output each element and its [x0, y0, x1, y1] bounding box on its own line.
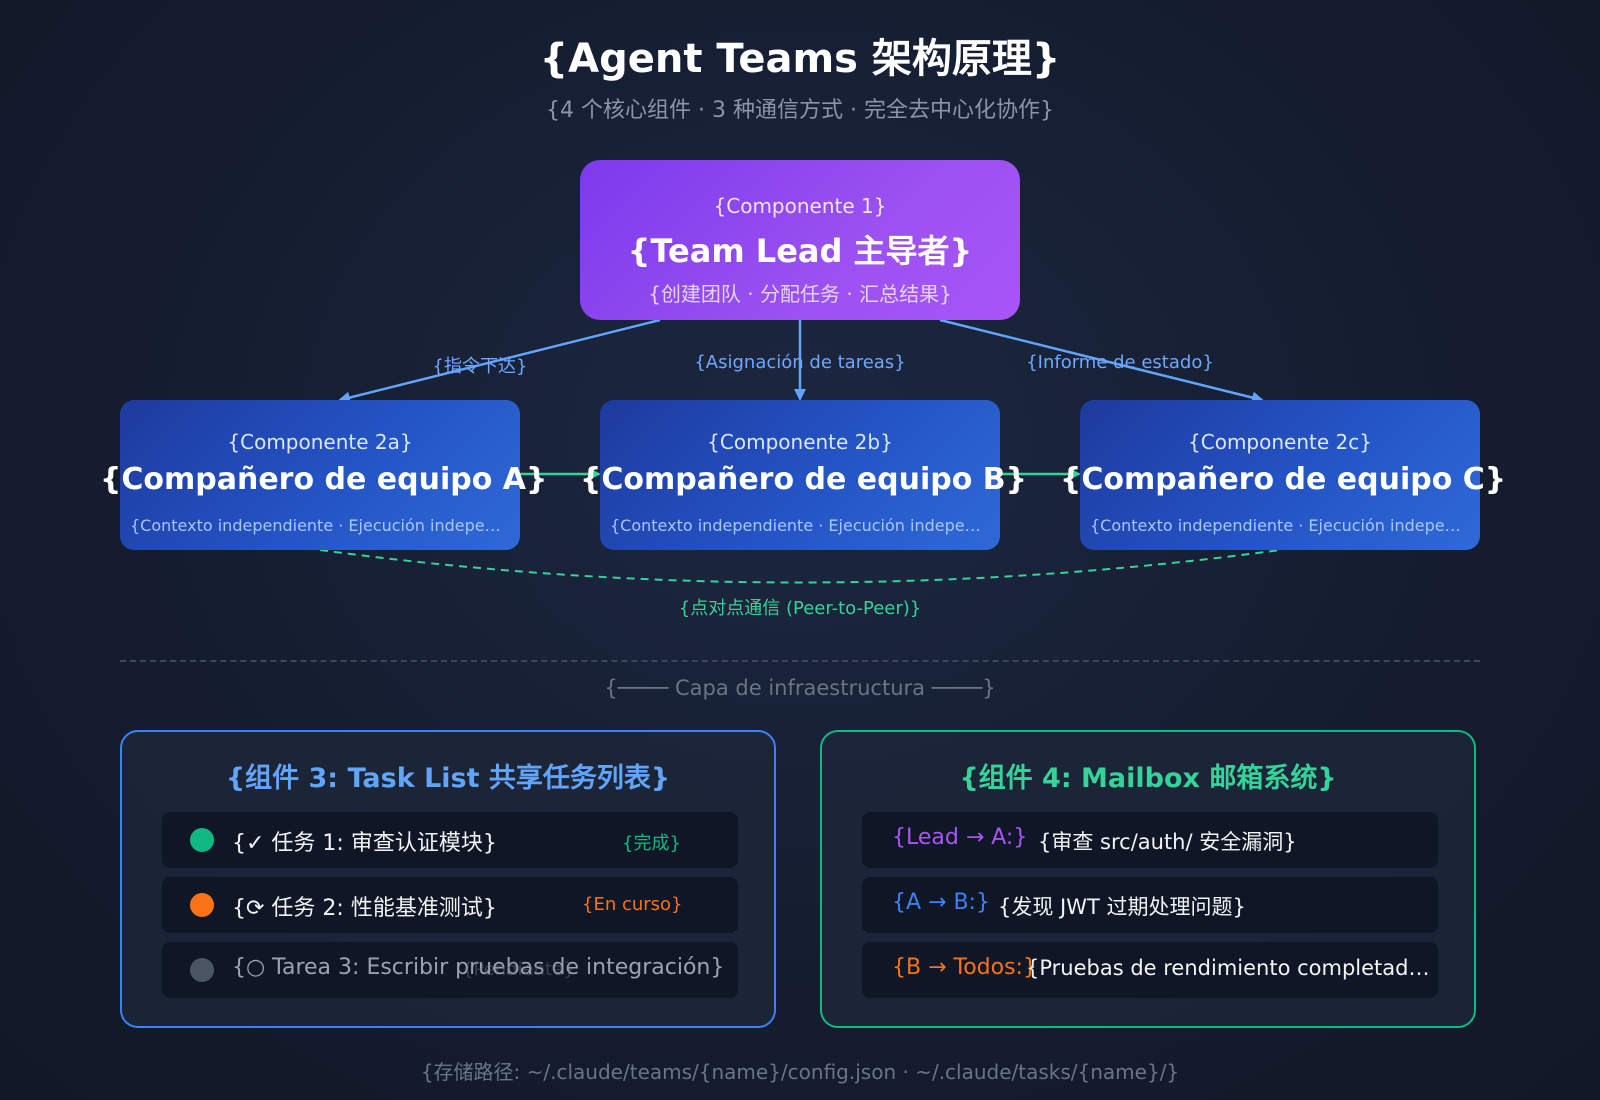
- teammate-b-node: {Componente 2b} {Compañero de equipo B} …: [580, 400, 1027, 550]
- teammate-a-desc: {Contexto independiente · Ejecución inde…: [130, 516, 520, 535]
- teammate-c-name: {Compañero de equipo C}: [1060, 462, 1507, 497]
- status-dot-icon: [190, 958, 214, 982]
- link-label-assign: {Asignación de tareas}: [694, 352, 906, 373]
- mail-sender: {B → Todos:}: [892, 955, 1037, 980]
- team-lead-node: {Componente 1} {Team Lead 主导者} {创建团队 · 分…: [580, 160, 1020, 320]
- team-lead-caption: {Componente 1}: [713, 194, 887, 218]
- teammate-a-caption: {Componente 2a}: [227, 430, 413, 454]
- team-lead-desc: {创建团队 · 分配任务 · 汇总结果}: [648, 282, 952, 306]
- link-label-report: {Informe de estado}: [1026, 352, 1214, 373]
- task-text: {⟳ 任务 2: 性能基准测试}: [232, 896, 497, 921]
- mail-row: {B → Todos:} {Pruebas de rendimiento com…: [862, 942, 1438, 998]
- status-dot-icon: [190, 893, 214, 917]
- mail-row: {Lead → A:} {审查 src/auth/ 安全漏洞}: [862, 812, 1438, 868]
- mail-sender: {Lead → A:}: [892, 825, 1028, 850]
- diagram-subtitle: {4 个核心组件 · 3 种通信方式 · 完全去中心化协作}: [546, 98, 1054, 123]
- mailbox-title: {组件 4: Mailbox 邮箱系统}: [959, 763, 1337, 794]
- arrow-lead-to-a: [338, 318, 661, 404]
- task-list-title: {组件 3: Task List 共享任务列表}: [225, 763, 671, 794]
- teammate-b-caption: {Componente 2b}: [707, 430, 893, 454]
- teammate-a-node: {Componente 2a} {Compañero de equipo A} …: [100, 400, 547, 550]
- infra-layer-label: {──── Capa de infraestructura ────}: [604, 676, 996, 700]
- mail-text: {Pruebas de rendimiento completadas, se …: [1026, 956, 1430, 980]
- status-dot-icon: [190, 828, 214, 852]
- task-text: {○ Tarea 3: Escribir pruebas de integrac…: [232, 955, 725, 980]
- task-status: {完成}: [622, 833, 681, 854]
- teammate-c-desc: {Contexto independiente · Ejecución inde…: [1090, 516, 1480, 535]
- team-lead-name: {Team Lead 主导者}: [627, 232, 973, 270]
- teammate-c-node: {Componente 2c} {Compañero de equipo C} …: [1060, 400, 1506, 550]
- link-label-peer-to-peer: {点对点通信 (Peer-to-Peer)}: [678, 598, 922, 619]
- teammate-c-caption: {Componente 2c}: [1188, 430, 1372, 454]
- teammate-a-name: {Compañero de equipo A}: [100, 462, 548, 497]
- mail-row: {A → B:} {发现 JWT 过期处理问题}: [862, 877, 1438, 933]
- task-row: {○ Tarea 3: Escribir pruebas de integrac…: [162, 942, 738, 998]
- task-row: {⟳ 任务 2: 性能基准测试} {En curso}: [162, 877, 738, 933]
- teammate-b-desc: {Contexto independiente · Ejecución inde…: [610, 516, 1000, 535]
- mail-text: {审查 src/auth/ 安全漏洞}: [1038, 830, 1297, 854]
- storage-path-footer: {存储路径: ~/.claude/teams/{name}/config.jso…: [420, 1060, 1180, 1084]
- task-status: {Pendiente}: [462, 959, 575, 980]
- peer-to-peer-curve: [319, 549, 1281, 584]
- arrow-lead-to-c: [939, 318, 1264, 404]
- mail-sender: {A → B:}: [892, 890, 990, 915]
- link-label-command: {指令下达}: [432, 356, 528, 377]
- task-text: {✓ 任务 1: 审查认证模块}: [232, 831, 497, 856]
- infra-divider: [120, 660, 1480, 662]
- diagram-title: {Agent Teams 架构原理}: [539, 36, 1061, 82]
- task-list-panel: {组件 3: Task List 共享任务列表} {✓ 任务 1: 审查认证模块…: [120, 730, 776, 1028]
- task-row: {✓ 任务 1: 审查认证模块} {完成}: [162, 812, 738, 868]
- mailbox-panel: {组件 4: Mailbox 邮箱系统} {Lead → A:} {审查 src…: [820, 730, 1476, 1028]
- mail-text: {发现 JWT 过期处理问题}: [998, 895, 1246, 919]
- teammate-b-name: {Compañero de equipo B}: [580, 462, 1027, 497]
- task-status: {En curso}: [582, 894, 683, 915]
